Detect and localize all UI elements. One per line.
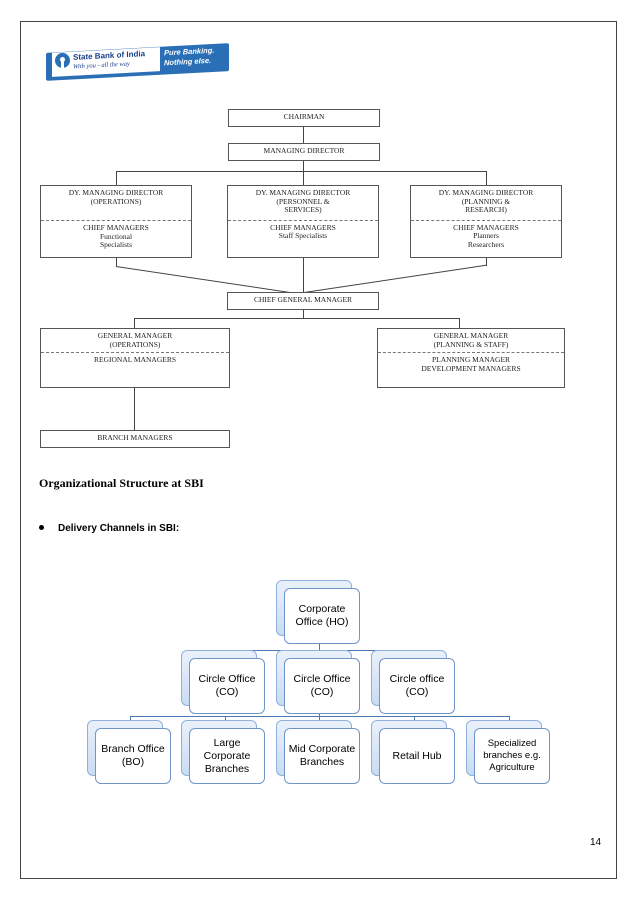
- connector: [303, 310, 304, 318]
- branch-type-label: Branch Office (BO): [95, 728, 171, 784]
- dmd-pers-staff: Staff Specialists: [278, 231, 328, 241]
- dmd-pers-cm: CHIEF MANAGERS: [270, 222, 336, 232]
- chairman-label: CHAIRMAN: [283, 112, 325, 121]
- dmd-pers-title: DY. MANAGING DIRECTOR: [255, 188, 351, 197]
- page-border: [20, 21, 617, 879]
- branch-type-node: Branch Office (BO): [87, 720, 171, 784]
- branch-managers-box: BRANCH MANAGERS: [40, 430, 230, 448]
- branch-type-label: Specialized branches e.g. Agriculture: [474, 728, 550, 784]
- connector: [486, 171, 487, 185]
- gm-plan-dm: DEVELOPMENT MANAGERS: [421, 363, 521, 373]
- branch-type-node: Specialized branches e.g. Agriculture: [466, 720, 550, 784]
- corporate-office-label: Corporate Office (HO): [284, 588, 360, 644]
- dmd-ops-subtitle: (OPERATIONS): [90, 196, 142, 206]
- connector: [459, 318, 460, 328]
- connector: [134, 388, 135, 430]
- bullet-item: Delivery Channels in SBI:: [39, 523, 179, 534]
- circle-office-node: Circle Office (CO): [181, 650, 265, 714]
- dmd-pers-subtitle2: SERVICES): [284, 205, 322, 215]
- dmd-plan-cm: CHIEF MANAGERS: [453, 222, 519, 232]
- branch-type-node: Large Corporate Branches: [181, 720, 265, 784]
- logo-slogan: Pure Banking. Nothing else.: [164, 46, 214, 69]
- branch-type-node: Mid Corporate Branches: [276, 720, 360, 784]
- branch-managers-label: BRANCH MANAGERS: [97, 433, 173, 442]
- dmd-ops-title: DY. MANAGING DIRECTOR: [68, 188, 164, 197]
- dmd-plan-planners: Planners: [473, 231, 499, 241]
- managing-director-label: MANAGING DIRECTOR: [263, 146, 345, 155]
- branch-type-node: Retail Hub: [371, 720, 455, 784]
- connector: [130, 716, 510, 717]
- connector: [303, 171, 304, 185]
- dmd-plan-title: DY. MANAGING DIRECTOR: [438, 188, 534, 197]
- figure-caption: Organizational Structure at SBI: [39, 476, 204, 490]
- connector: [319, 642, 320, 650]
- gm-operations-box: GENERAL MANAGER (OPERATIONS) REGIONAL MA…: [40, 328, 230, 388]
- circle-office-node: Circle office (CO): [371, 650, 455, 714]
- connector: [134, 318, 135, 328]
- dmd-pers-subtitle: (PERSONNEL &: [276, 196, 330, 206]
- dmd-ops-specialists: Specialists: [99, 240, 133, 250]
- dmd-ops-functional: Functional: [99, 231, 133, 241]
- dmd-personnel-box: DY. MANAGING DIRECTOR (PERSONNEL & SERVI…: [227, 185, 379, 258]
- branch-type-label: Large Corporate Branches: [189, 728, 265, 784]
- connector: [319, 712, 320, 716]
- dmd-plan-researchers: Researchers: [467, 239, 505, 249]
- gm-ops-subtitle: (OPERATIONS): [109, 339, 161, 349]
- circle-office-label: Circle Office (CO): [284, 658, 360, 714]
- connector: [116, 171, 486, 172]
- sbi-keyhole-icon: [55, 53, 70, 68]
- page-number: 14: [590, 837, 602, 848]
- chief-general-manager-box: CHIEF GENERAL MANAGER: [227, 292, 379, 310]
- sbi-logo: State Bank of India With you - all the w…: [46, 40, 229, 86]
- circle-office-label: Circle office (CO): [379, 658, 455, 714]
- connector: [303, 127, 304, 143]
- connector: [486, 258, 487, 266]
- gm-plan-subtitle: (PLANNING & STAFF): [433, 339, 509, 349]
- gm-plan-pm: PLANNING MANAGER: [431, 355, 511, 365]
- circle-office-node: Circle Office (CO): [276, 650, 360, 714]
- gm-ops-regional: REGIONAL MANAGERS: [93, 355, 176, 365]
- dmd-plan-subtitle2: RESEARCH): [465, 205, 507, 215]
- connector: [116, 258, 117, 266]
- dmd-plan-subtitle: (PLANNING &: [461, 196, 511, 206]
- cgm-label: CHIEF GENERAL MANAGER: [253, 295, 353, 304]
- gm-ops-title: GENERAL MANAGER: [97, 331, 173, 340]
- corporate-office-node: Corporate Office (HO): [276, 580, 360, 644]
- connector: [303, 258, 304, 292]
- gm-plan-title: GENERAL MANAGER: [433, 331, 509, 340]
- bullet-text: Delivery Channels in SBI:: [58, 523, 180, 534]
- dmd-operations-box: DY. MANAGING DIRECTOR (OPERATIONS) CHIEF…: [40, 185, 192, 258]
- managing-director-box: MANAGING DIRECTOR: [228, 143, 380, 161]
- gm-planning-box: GENERAL MANAGER (PLANNING & STAFF) PLANN…: [377, 328, 565, 388]
- connector: [303, 161, 304, 171]
- branch-type-label: Mid Corporate Branches: [284, 728, 360, 784]
- bullet-dot-icon: [39, 524, 44, 530]
- connector: [116, 171, 117, 185]
- dmd-ops-cm: CHIEF MANAGERS: [83, 223, 149, 233]
- connector: [134, 318, 459, 319]
- dmd-planning-box: DY. MANAGING DIRECTOR (PLANNING & RESEAR…: [410, 185, 562, 258]
- chairman-box: CHAIRMAN: [228, 109, 380, 127]
- branch-type-label: Retail Hub: [379, 728, 455, 784]
- circle-office-label: Circle Office (CO): [189, 658, 265, 714]
